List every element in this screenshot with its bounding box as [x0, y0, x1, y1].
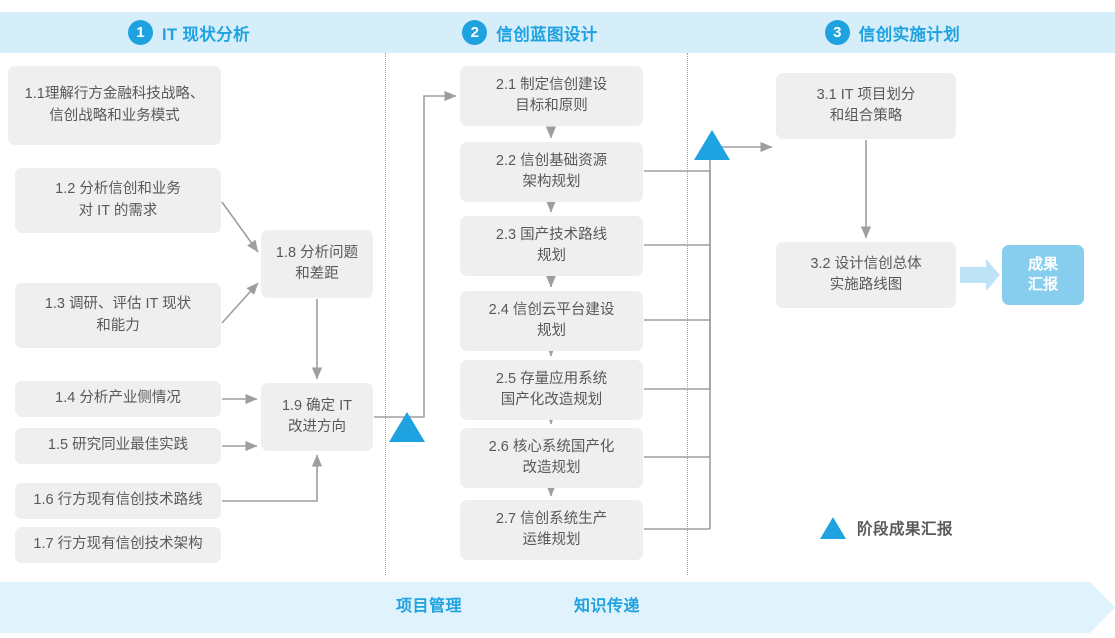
- wire-3.2-to-badge: [960, 259, 1000, 291]
- milestone-triangle-phase1: [389, 412, 425, 442]
- phase-label-2: 信创蓝图设计: [496, 25, 598, 44]
- task-box-1-6[interactable]: 1.6 行方现有信创技术路线: [15, 483, 221, 519]
- wire-1.6-to-1.9: [222, 454, 323, 502]
- phase-number-2: 2: [462, 20, 488, 45]
- wire-1.9-to-2.1: [374, 90, 457, 418]
- wire-1.3-to-1.8: [221, 282, 259, 324]
- task-box-1-3[interactable]: 1.3 调研、评估 IT 现状 和能力: [15, 283, 221, 348]
- task-box-1-7[interactable]: 1.7 行方现有信创技术架构: [15, 527, 221, 563]
- phase-segment-3[interactable]: 3 信创实施计划: [682, 12, 1115, 53]
- wire-collector-to-3.1: [709, 141, 773, 390]
- wire-1.2-to-1.8: [221, 201, 259, 253]
- task-box-1-1[interactable]: 1.1理解行方金融科技战略、 信创战略和业务模式: [8, 66, 221, 145]
- bottom-label-knowledge-transfer: 知识传递: [574, 598, 641, 615]
- collector-bus: [644, 170, 711, 530]
- bottom-label-project-management: 项目管理: [396, 598, 463, 615]
- task-box-2-5[interactable]: 2.5 存量应用系统 国产化改造规划: [460, 360, 643, 420]
- phase-segment-1[interactable]: 1 IT 现状分析: [0, 12, 390, 53]
- task-box-2-4[interactable]: 2.4 信创云平台建设 规划: [460, 291, 643, 351]
- bottom-band: [0, 582, 1115, 633]
- result-badge[interactable]: 成果 汇报: [1002, 245, 1084, 305]
- phase-number-3: 3: [824, 20, 850, 45]
- phase-segment-2[interactable]: 2 信创蓝图设计: [380, 12, 692, 53]
- phase-divider-2: [687, 53, 688, 575]
- task-box-2-7[interactable]: 2.7 信创系统生产 运维规划: [460, 500, 643, 560]
- phase-divider-1: [385, 53, 386, 575]
- task-box-3-2[interactable]: 3.2 设计信创总体 实施路线图: [776, 242, 956, 308]
- task-box-2-3[interactable]: 2.3 国产技术路线 规划: [460, 216, 643, 276]
- phase-number-1: 1: [127, 20, 153, 45]
- task-box-1-8[interactable]: 1.8 分析问题 和差距: [261, 230, 373, 298]
- task-box-2-6[interactable]: 2.6 核心系统国产化 改造规划: [460, 428, 643, 488]
- task-box-1-9[interactable]: 1.9 确定 IT 改进方向: [261, 383, 373, 451]
- legend-label: 阶段成果汇报: [857, 521, 954, 538]
- task-box-3-1[interactable]: 3.1 IT 项目划分 和组合策略: [776, 73, 956, 139]
- task-box-2-2[interactable]: 2.2 信创基础资源 架构规划: [460, 142, 643, 202]
- phase-header-band: 1 IT 现状分析 2 信创蓝图设计 3 信创实施计划: [0, 12, 1115, 53]
- bottom-band-shape: [0, 582, 1115, 633]
- task-box-2-1[interactable]: 2.1 制定信创建设 目标和原则: [460, 66, 643, 126]
- legend: 阶段成果汇报: [820, 517, 953, 539]
- task-box-1-5[interactable]: 1.5 研究同业最佳实践: [15, 428, 221, 464]
- legend-triangle-icon: [820, 517, 846, 539]
- task-box-1-4[interactable]: 1.4 分析产业侧情况: [15, 381, 221, 417]
- milestone-triangle-phase2: [694, 130, 730, 160]
- phase-label-1: IT 现状分析: [161, 25, 251, 44]
- phase-label-3: 信创实施计划: [858, 25, 961, 44]
- task-box-1-2[interactable]: 1.2 分析信创和业务 对 IT 的需求: [15, 168, 221, 233]
